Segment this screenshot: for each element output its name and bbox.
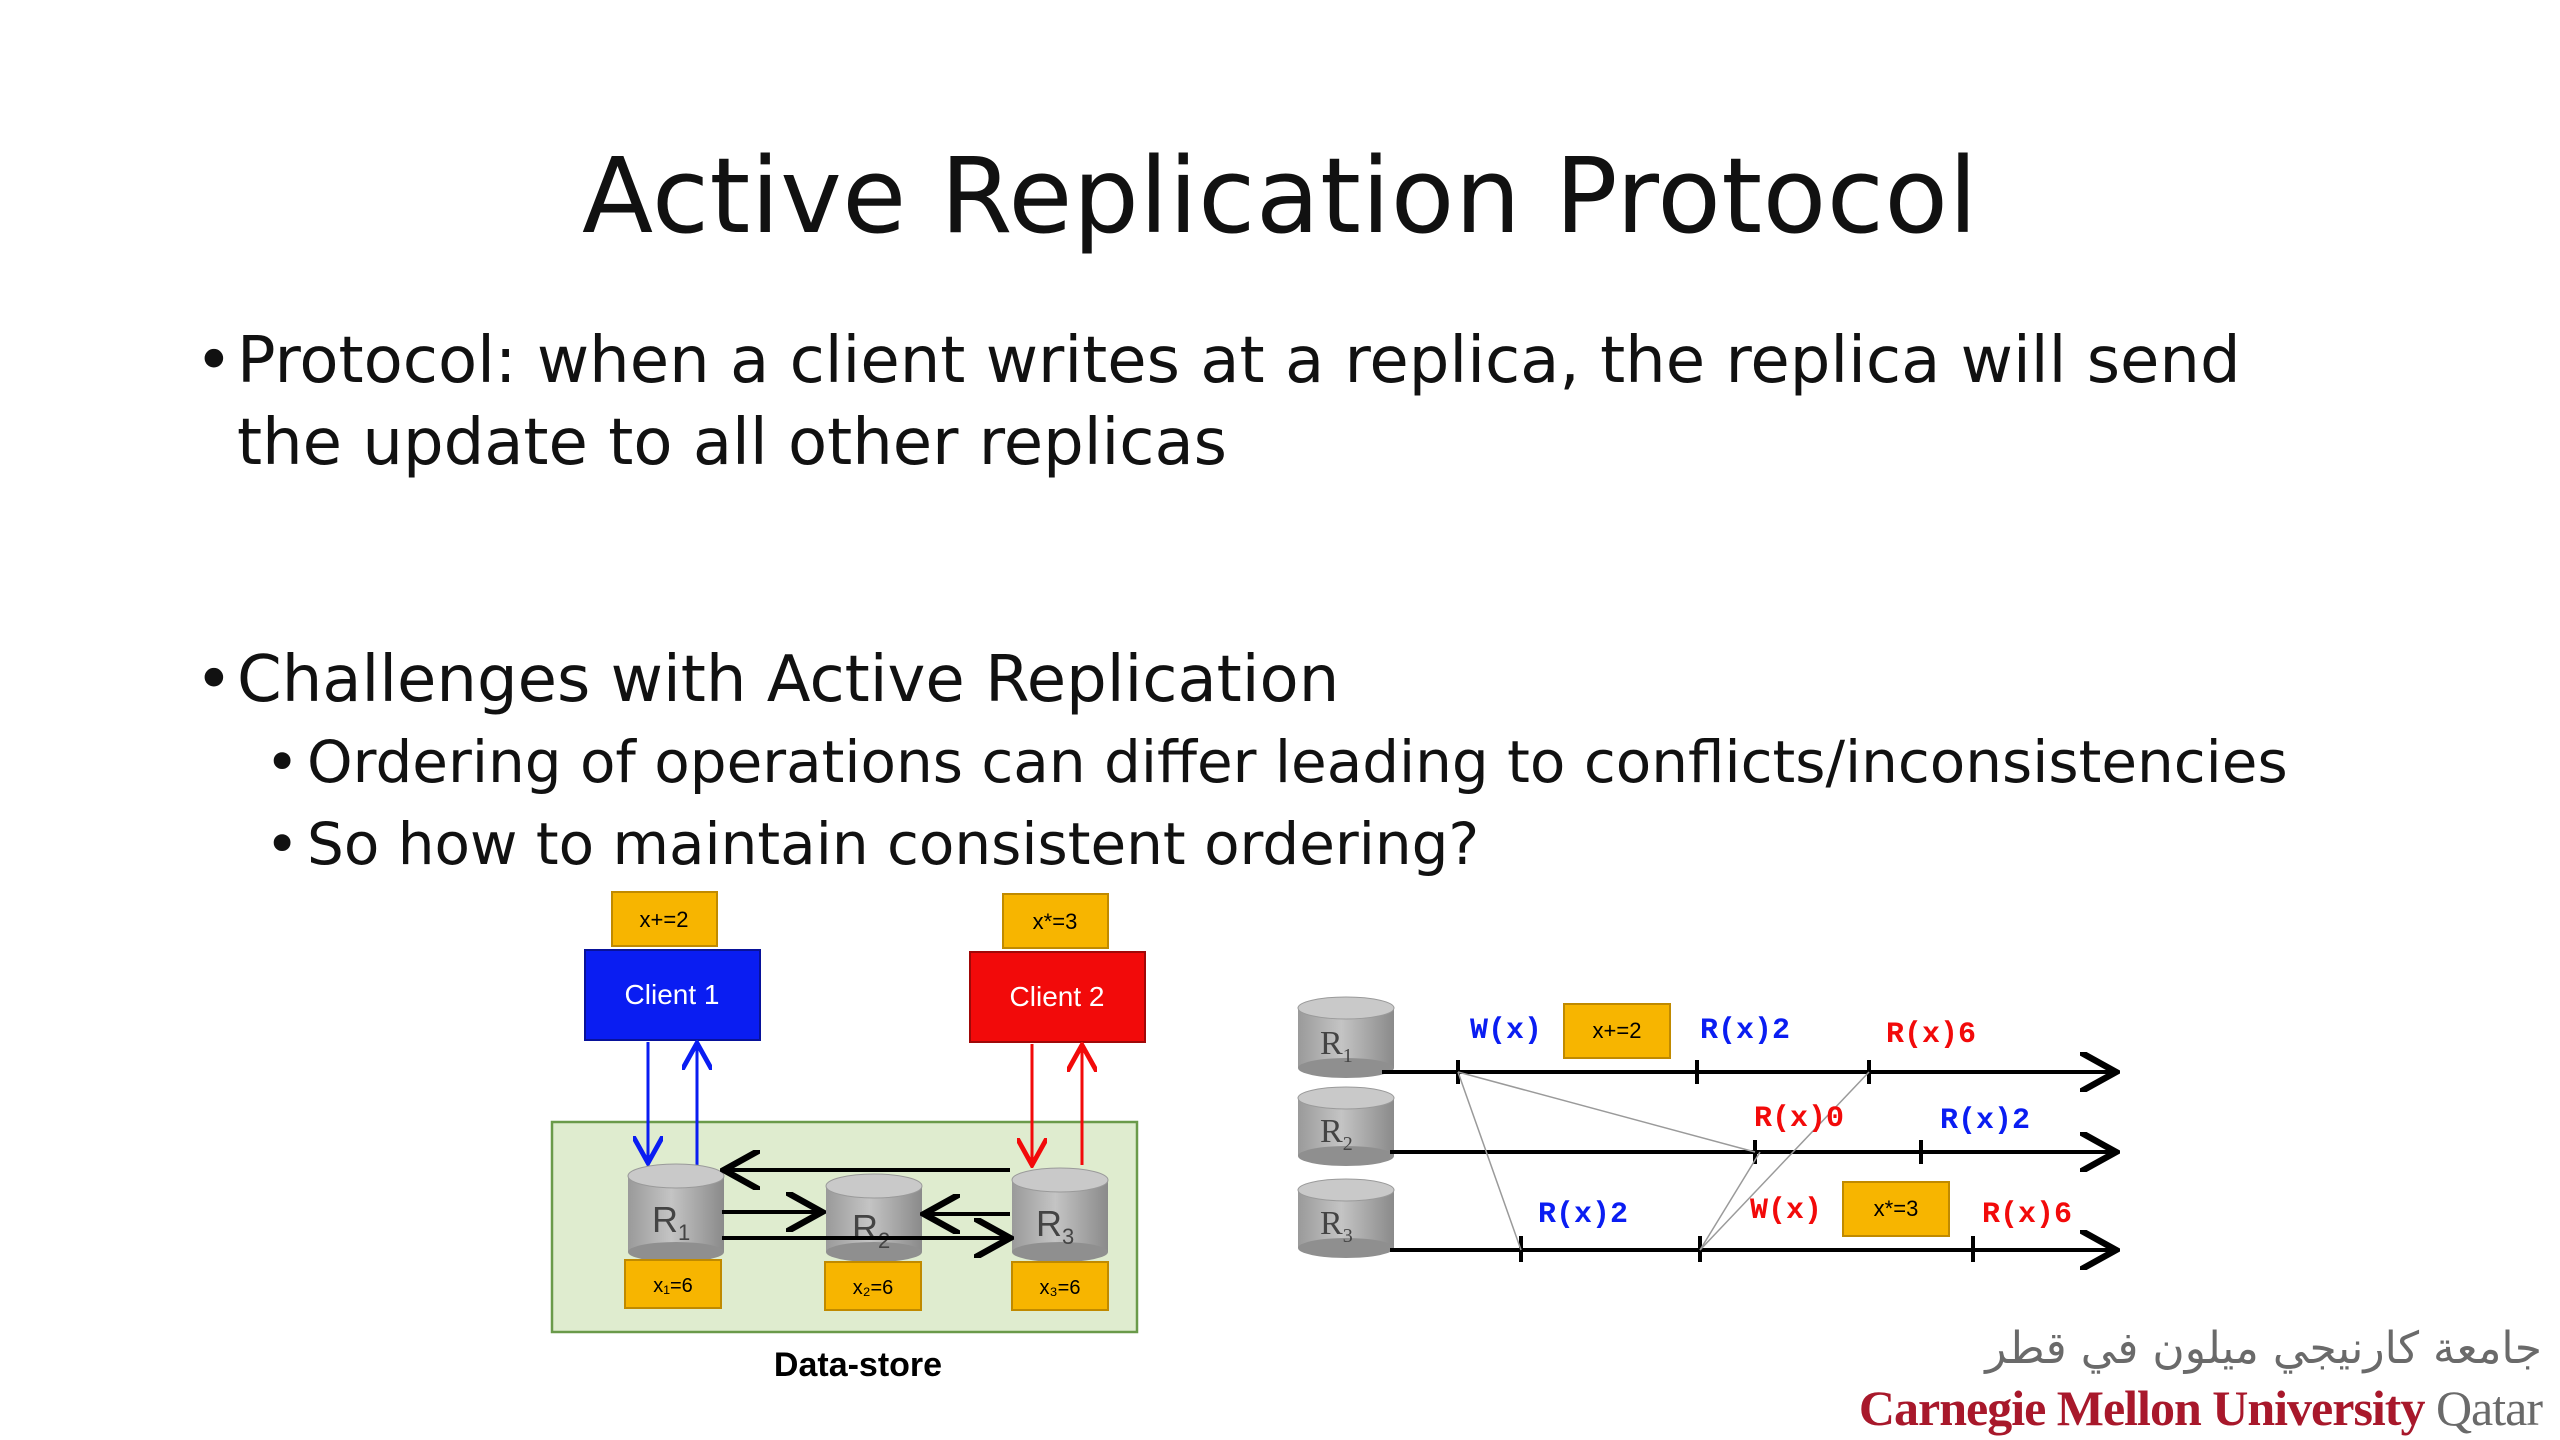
logo-english-suffix: Qatar xyxy=(2435,1380,2543,1436)
timeline-r1-icon xyxy=(1297,996,1395,1078)
replica-r3-value: x₃=6 xyxy=(1040,1277,1081,1299)
replica-r3-icon xyxy=(1011,1167,1109,1262)
logo-arabic-text: جامعة كارنيجي ميلون في قطر xyxy=(1985,1323,2542,1374)
bullet-protocol-text: Protocol: when a client writes at a repl… xyxy=(237,324,2241,480)
bullet-challenges: • Challenges with Active Replication xyxy=(195,643,1340,717)
sub-bullet-consistency: • So how to maintain consistent ordering… xyxy=(265,810,1480,878)
replica-r1-icon xyxy=(627,1163,725,1262)
client2-op-tag xyxy=(1002,893,1109,949)
r3-write-event: W(x) xyxy=(1750,1194,1822,1228)
data-store-label: Data-store xyxy=(774,1346,942,1384)
r1-write-op: x+=2 xyxy=(1593,1018,1642,1043)
r3-write-op: x*=3 xyxy=(1874,1196,1919,1221)
slide-title: Active Replication Protocol xyxy=(582,135,1978,257)
sub-bullet-ordering: • Ordering of operations can differ lead… xyxy=(265,728,2288,796)
bullet-protocol: • Protocol: when a client writes at a re… xyxy=(195,324,2241,480)
replica-r1-value-tag xyxy=(624,1259,722,1309)
sub-bullet-ordering-text: Ordering of operations can differ leadin… xyxy=(307,728,2288,796)
r1-read-a: R(x)2 xyxy=(1700,1014,1790,1048)
replica-r2-value: x₂=6 xyxy=(853,1277,894,1299)
propagation-lines xyxy=(1457,1071,1870,1251)
replica-r2-value-tag xyxy=(824,1261,922,1311)
timeline-r2-icon xyxy=(1297,1086,1395,1166)
replica-r1-value: x₁=6 xyxy=(653,1275,693,1297)
active-replication-diagram: x+=2 x*=3 Client 1 Client 2 R1 R2 R3 x₁=… xyxy=(550,891,1146,1384)
client2-label: Client 2 xyxy=(1010,981,1105,1012)
logo-english-main: Carnegie Mellon University xyxy=(1858,1380,2426,1436)
client2-op-text: x*=3 xyxy=(1033,909,1078,934)
r3-write-op-tag xyxy=(1842,1181,1950,1237)
r3-read-a: R(x)2 xyxy=(1538,1198,1628,1232)
r2-read-b: R(x)2 xyxy=(1940,1104,2030,1138)
replica-r3-label: R3 xyxy=(1036,1203,1074,1249)
r1-write-event: W(x) xyxy=(1470,1014,1542,1048)
replica-r1-label: R1 xyxy=(652,1199,690,1245)
client1-box xyxy=(584,949,761,1041)
client1-label: Client 1 xyxy=(625,979,720,1010)
replica-r2-label: R2 xyxy=(852,1207,890,1253)
client1-op-text: x+=2 xyxy=(640,907,689,932)
r1-read-b: R(x)6 xyxy=(1886,1018,1976,1052)
timeline-r3-label: R3 xyxy=(1320,1205,1353,1247)
timeline-r2-label: R2 xyxy=(1320,1113,1353,1155)
bullet-challenges-text: Challenges with Active Replication xyxy=(237,643,1340,717)
client1-op-tag xyxy=(611,891,718,947)
logo-english-text: Carnegie Mellon University Qatar xyxy=(1858,1378,2543,1438)
replica-r3-value-tag xyxy=(1011,1261,1109,1311)
replica-r2-icon xyxy=(825,1173,923,1262)
r2-read-a: R(x)0 xyxy=(1754,1102,1844,1136)
timeline-r3-icon xyxy=(1297,1178,1395,1258)
sub-bullet-consistency-text: So how to maintain consistent ordering? xyxy=(307,810,1480,878)
timeline-r1-label: R1 xyxy=(1320,1025,1353,1067)
replica-timeline-diagram: R1 R2 R3 W(x) x+=2 R(x)2 R(x)6 R(x)0 xyxy=(1297,996,2130,1280)
bullet-list: • Protocol: when a client writes at a re… xyxy=(195,320,2345,885)
client2-box xyxy=(969,951,1146,1043)
cmu-qatar-logo: جامعة كارنيجي ميلون في قطر Carnegie Mell… xyxy=(1858,1320,2543,1438)
r1-write-op-tag xyxy=(1563,1003,1671,1059)
r3-read-b: R(x)6 xyxy=(1982,1198,2072,1232)
